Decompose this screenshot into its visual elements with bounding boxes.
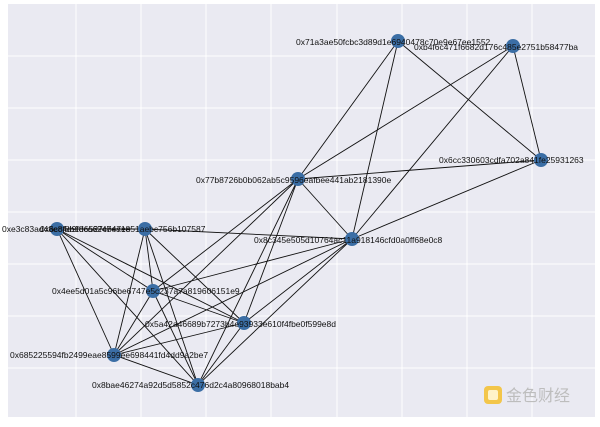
watermark: 金色财经 [484, 386, 570, 405]
node-label-n4: 0x77b8726b0b062ab5c9596eafbee441ab218139… [196, 175, 391, 185]
edge-n5-n10 [56, 228, 115, 356]
node-n1 [391, 34, 405, 48]
edge-n4-n7 [297, 178, 353, 240]
edge-n8-n9 [152, 290, 245, 324]
edge-n7-n8 [152, 238, 353, 292]
node-label-n1: 0x71a3ae50fcbc3d89d1e6940478c70e9e67ee15… [296, 37, 491, 47]
grid-lines [8, 4, 595, 417]
node-n8 [146, 284, 160, 298]
node-n7 [345, 232, 359, 246]
edge-n2-n3 [512, 45, 542, 161]
edge-n7-n9 [243, 238, 353, 324]
edge-n6-n8 [144, 228, 154, 292]
edge-n4-n8 [152, 178, 299, 292]
edge-n10-n11 [113, 354, 199, 386]
edge-n6-n9 [144, 228, 245, 324]
edge-n7-n10 [113, 238, 353, 356]
node-n5 [50, 222, 64, 236]
node-n4 [291, 172, 305, 186]
edge-n2-n7 [351, 45, 514, 240]
node-label-n6: 0x6cc4d9f8ca6247ea1851aebc756b107587 [40, 224, 206, 234]
edge-n5-n11 [56, 228, 199, 386]
edge-n6-n11 [144, 228, 199, 386]
edge-n5-n9 [56, 228, 245, 324]
edge-n4-n9 [243, 178, 299, 324]
edge-n4-n11 [197, 178, 299, 386]
edge-n9-n10 [113, 322, 245, 356]
edge-n8-n10 [113, 290, 154, 356]
nodes-group [50, 34, 548, 392]
edge-n1-n3 [397, 40, 542, 161]
edge-n5-n8 [56, 228, 154, 292]
node-label-n9: 0x5a42a46689b7273b4e93933e610f4fbe0f599e… [145, 319, 336, 329]
edges-group [56, 40, 542, 386]
edge-n1-n4 [297, 40, 399, 180]
watermark-logo-icon [484, 386, 502, 404]
edge-n9-n11 [197, 322, 245, 386]
edge-n6-n7 [144, 228, 353, 240]
plot-area [8, 4, 595, 417]
node-n2 [506, 39, 520, 53]
node-label-n3: 0x6cc330603cdfa702a841fe25931263 [439, 155, 584, 165]
node-n6 [138, 222, 152, 236]
watermark-text: 金色财经 [506, 386, 570, 405]
edge-n3-n4 [297, 159, 542, 180]
node-n3 [534, 153, 548, 167]
node-label-n7: 0x8c345e505d10764ac11a918146cfd0a0ff68e0… [254, 235, 443, 245]
plot-background [8, 4, 595, 417]
edge-n8-n11 [152, 290, 199, 386]
node-n9 [237, 316, 251, 330]
node-n10 [107, 348, 121, 362]
edge-n7-n11 [197, 238, 353, 386]
node-label-n8: 0x4ee5d01a5c96be6747e5c237a7a819606151e9 [52, 286, 240, 296]
node-label-n5: 0xe3c83ad48e8f8b1d6527cb47ee [2, 224, 131, 234]
node-labels-group: 0x71a3ae50fcbc3d89d1e6940478c70e9e67ee15… [2, 37, 584, 390]
node-label-n2: 0xb4f6c471f6682d176c485e2751b58477ba [414, 42, 578, 52]
node-n11 [191, 378, 205, 392]
edge-n6-n10 [113, 228, 146, 356]
edge-n1-n7 [351, 40, 399, 240]
node-label-n10: 0x685225594fb2499eae8599ee698441fd4dd9a2… [10, 350, 208, 360]
node-label-n11: 0x8bae46274a92d5d5852c476d2c4a80968018ba… [92, 380, 289, 390]
edge-n2-n4 [297, 45, 514, 180]
edge-n3-n7 [351, 159, 542, 240]
